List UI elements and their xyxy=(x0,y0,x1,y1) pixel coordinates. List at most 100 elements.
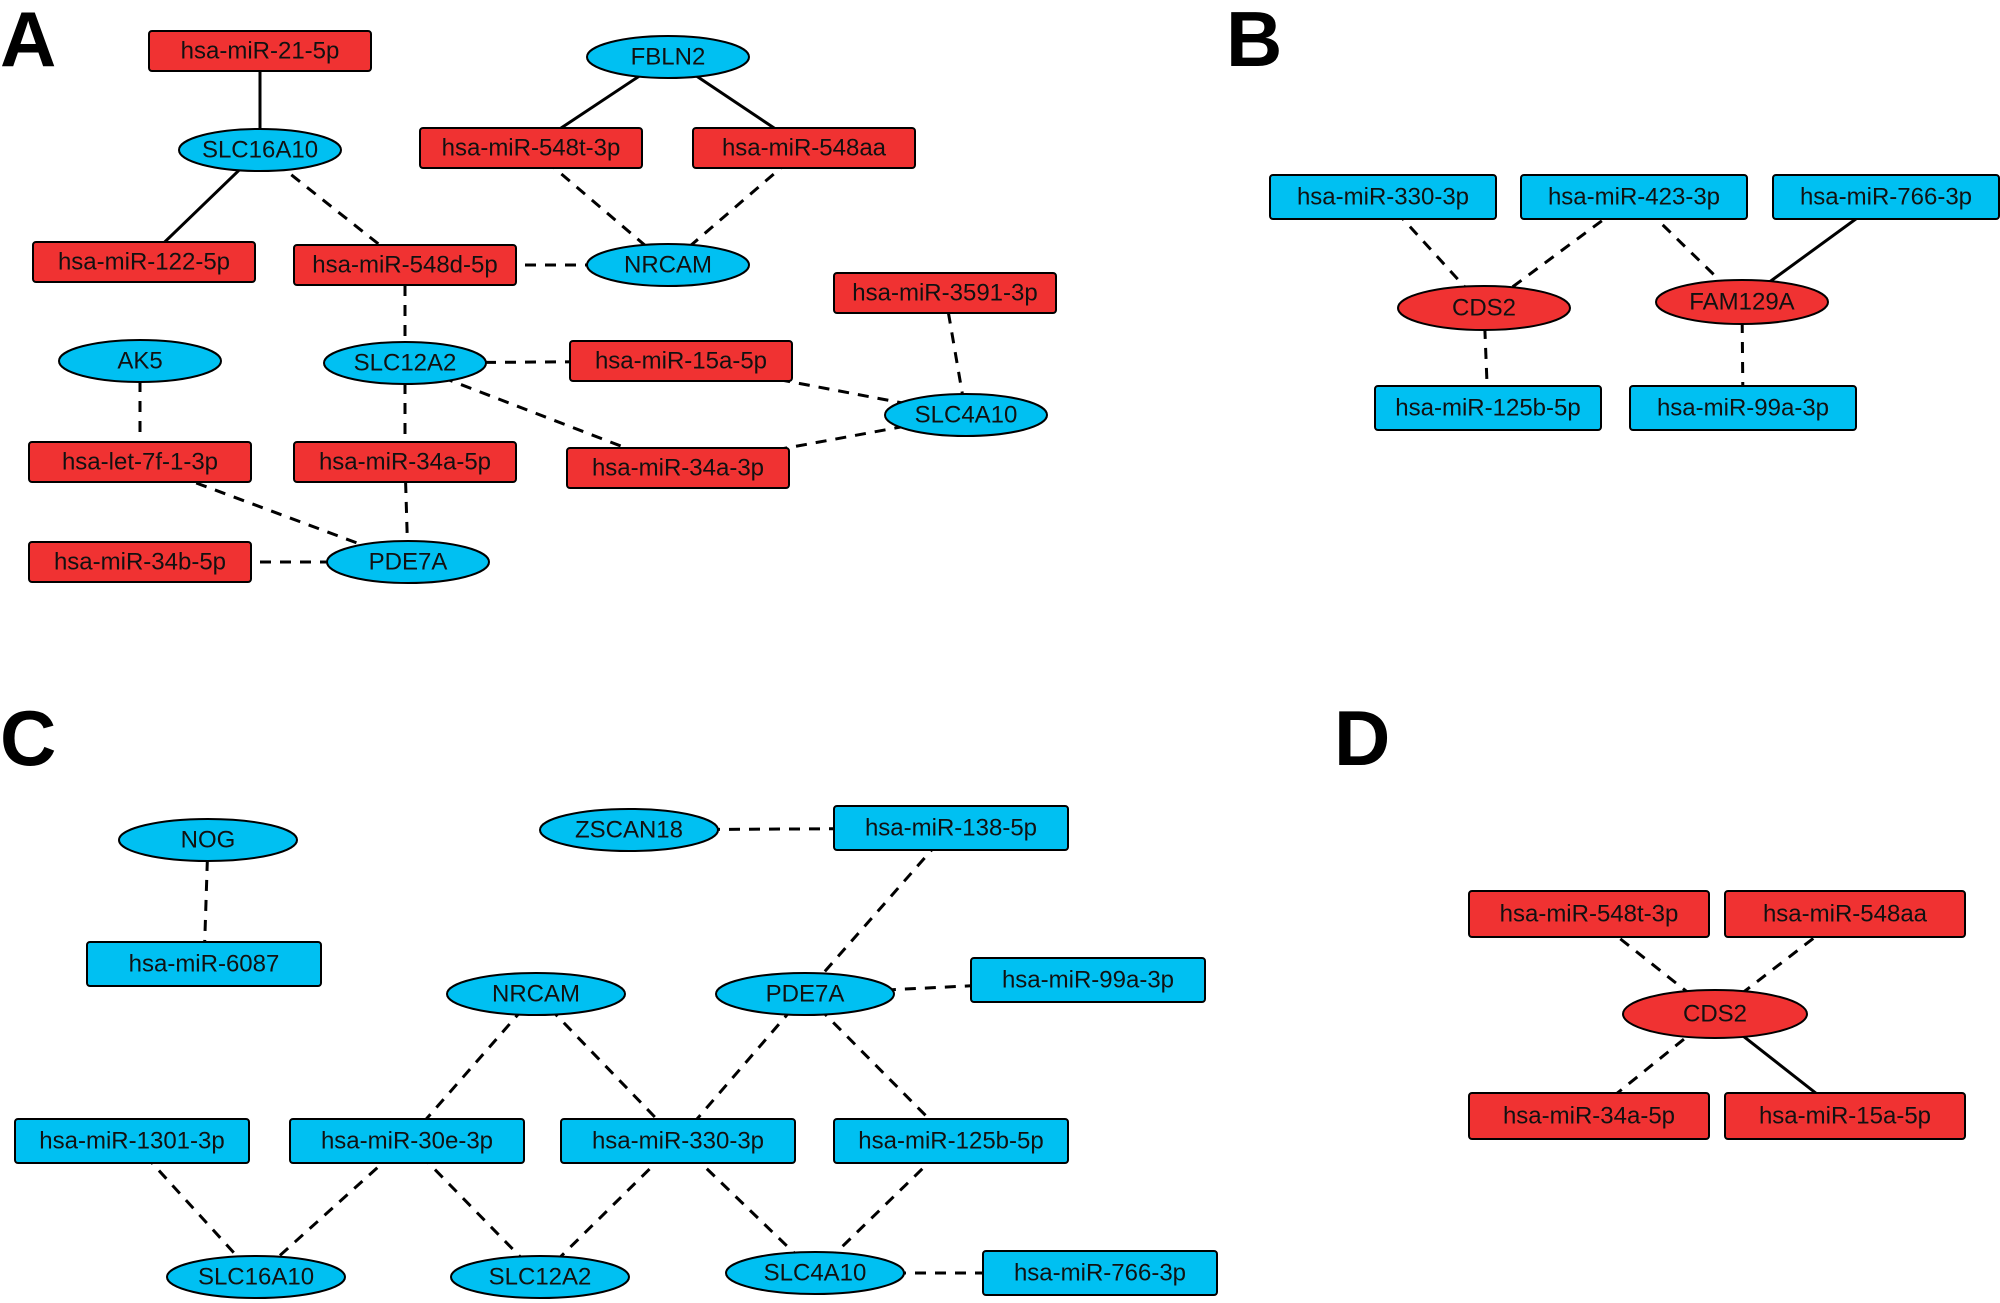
gene-node-shape xyxy=(1622,989,1808,1039)
node-label: hsa-miR-330-3p xyxy=(1297,183,1469,210)
node-a-let7f: hsa-let-7f-1-3p xyxy=(28,441,252,483)
gene-node-shape xyxy=(118,818,298,862)
mirna-node-shape xyxy=(1629,385,1857,431)
node-label: hsa-miR-99a-3p xyxy=(1002,966,1174,993)
node-b-mir423: hsa-miR-423-3p xyxy=(1520,174,1748,220)
node-label: hsa-miR-330-3p xyxy=(592,1127,764,1154)
node-label: hsa-miR-548aa xyxy=(1763,900,1928,927)
gene-node-shape xyxy=(166,1255,346,1299)
node-label: hsa-let-7f-1-3p xyxy=(62,448,218,475)
node-c-mir6087: hsa-miR-6087 xyxy=(86,941,322,987)
node-a-mir15a: hsa-miR-15a-5p xyxy=(569,340,793,382)
node-label: hsa-miR-34a-3p xyxy=(592,454,764,481)
node-label: hsa-miR-766-3p xyxy=(1800,183,1972,210)
node-label: SLC12A2 xyxy=(354,349,457,376)
node-c-mir1301: hsa-miR-1301-3p xyxy=(14,1118,250,1164)
node-label: SLC16A10 xyxy=(202,136,318,163)
node-a-mir34a3p: hsa-miR-34a-3p xyxy=(566,447,790,489)
gene-node-shape xyxy=(446,972,626,1016)
gene-node-shape xyxy=(450,1255,630,1299)
node-b-mir330: hsa-miR-330-3p xyxy=(1269,174,1497,220)
gene-node-shape xyxy=(178,128,342,172)
gene-node-shape xyxy=(326,540,490,584)
node-label: hsa-miR-1301-3p xyxy=(39,1127,224,1154)
mirna-node-shape xyxy=(148,30,372,72)
gene-node-shape xyxy=(58,339,222,383)
node-label: AK5 xyxy=(117,347,162,374)
node-a-pde7a: PDE7A xyxy=(326,540,490,584)
gene-node-shape xyxy=(1655,279,1829,325)
gene-node-shape xyxy=(323,341,487,385)
node-label: FBLN2 xyxy=(631,43,706,70)
node-label: hsa-miR-766-3p xyxy=(1014,1259,1186,1286)
gene-node-shape xyxy=(725,1251,905,1295)
node-a-mir34b: hsa-miR-34b-5p xyxy=(28,541,252,583)
mirna-node-shape xyxy=(1468,1092,1710,1140)
node-b-mir766: hsa-miR-766-3p xyxy=(1772,174,2000,220)
node-c-mir330: hsa-miR-330-3p xyxy=(560,1118,796,1164)
mirna-node-shape xyxy=(293,441,517,483)
gene-node-shape xyxy=(715,972,895,1016)
node-a-mir548aa: hsa-miR-548aa xyxy=(692,127,916,169)
mirna-node-shape xyxy=(833,272,1057,314)
node-label: ZSCAN18 xyxy=(575,816,683,843)
mirna-node-shape xyxy=(1374,385,1602,431)
mirna-node-shape xyxy=(970,957,1206,1003)
node-label: SLC12A2 xyxy=(489,1263,592,1290)
node-label: hsa-miR-99a-3p xyxy=(1657,394,1829,421)
mirna-node-shape xyxy=(1520,174,1748,220)
node-label: hsa-miR-423-3p xyxy=(1548,183,1720,210)
mirna-node-shape xyxy=(1724,890,1966,938)
edge-c-c_nrcam-c_mir330 xyxy=(534,992,680,1143)
node-label: SLC4A10 xyxy=(764,1259,867,1286)
mirna-node-shape xyxy=(289,1118,525,1164)
gene-node-shape xyxy=(884,393,1048,437)
node-label: hsa-miR-15a-5p xyxy=(1759,1102,1931,1129)
node-label: NOG xyxy=(181,826,236,853)
mirna-node-shape xyxy=(692,127,916,169)
mirna-node-shape xyxy=(14,1118,250,1164)
mirna-node-shape xyxy=(1772,174,2000,220)
node-c-mir766: hsa-miR-766-3p xyxy=(982,1250,1218,1296)
node-label: SLC16A10 xyxy=(198,1263,314,1290)
node-a-nrcam: NRCAM xyxy=(586,243,750,287)
node-d-cds2: CDS2 xyxy=(1622,989,1808,1039)
node-label: CDS2 xyxy=(1452,294,1516,321)
node-label: hsa-miR-21-5p xyxy=(181,37,340,64)
node-d-mir548aa: hsa-miR-548aa xyxy=(1724,890,1966,938)
edge-c-c_mir138-c_pde7a xyxy=(803,827,953,995)
node-c-zscan18: ZSCAN18 xyxy=(539,808,719,852)
gene-node-shape xyxy=(586,35,750,79)
node-label: PDE7A xyxy=(369,548,448,575)
node-label: hsa-miR-548t-3p xyxy=(442,134,621,161)
node-label: SLC4A10 xyxy=(915,401,1018,428)
node-c-slc12: SLC12A2 xyxy=(450,1255,630,1299)
node-a-mir122: hsa-miR-122-5p xyxy=(32,241,256,283)
gene-node-shape xyxy=(539,808,719,852)
panel-label-c: C xyxy=(0,694,56,782)
mirna-node-shape xyxy=(982,1250,1218,1296)
node-a-slc12: SLC12A2 xyxy=(323,341,487,385)
node-b-fam129a: FAM129A xyxy=(1655,279,1829,325)
node-label: hsa-miR-138-5p xyxy=(865,814,1037,841)
node-label: hsa-miR-122-5p xyxy=(58,248,230,275)
mirna-node-shape xyxy=(1269,174,1497,220)
node-a-mir34a5p: hsa-miR-34a-5p xyxy=(293,441,517,483)
node-label: CDS2 xyxy=(1683,1000,1747,1027)
mirna-node-shape xyxy=(1724,1092,1966,1140)
node-c-mir125b: hsa-miR-125b-5p xyxy=(833,1118,1069,1164)
mirna-node-shape xyxy=(28,541,252,583)
node-a-fbln2: FBLN2 xyxy=(586,35,750,79)
edge-c-c_mir330-c_slc12 xyxy=(538,1139,680,1279)
node-label: hsa-miR-548aa xyxy=(722,134,887,161)
panel-label-d: D xyxy=(1334,694,1390,782)
mirna-node-shape xyxy=(833,805,1069,851)
edge-c-c_mir30e-c_slc16 xyxy=(254,1139,409,1279)
node-d-mir34a: hsa-miR-34a-5p xyxy=(1468,1092,1710,1140)
mirna-node-shape xyxy=(569,340,793,382)
node-label: hsa-miR-34a-5p xyxy=(319,448,491,475)
node-c-nrcam: NRCAM xyxy=(446,972,626,1016)
node-label: PDE7A xyxy=(766,980,845,1007)
node-label: hsa-miR-6087 xyxy=(129,950,280,977)
